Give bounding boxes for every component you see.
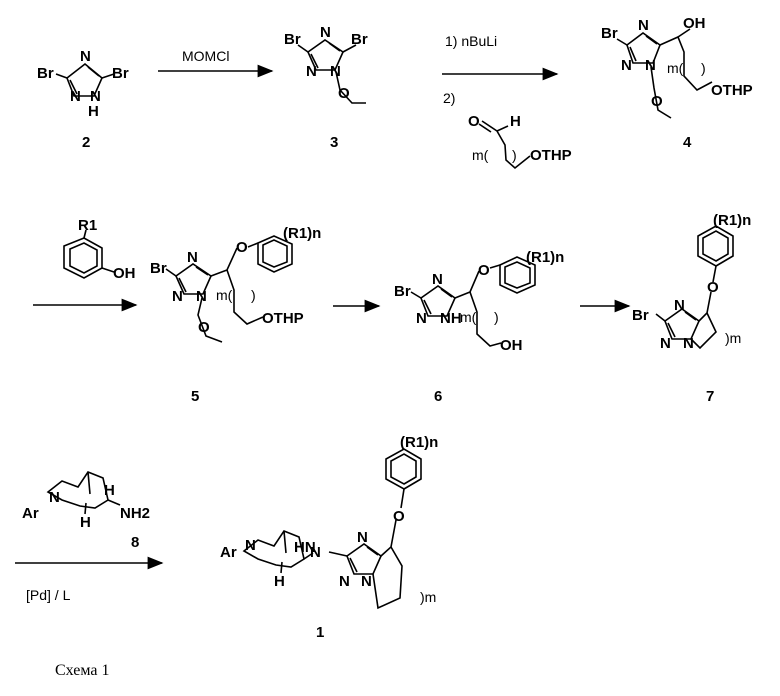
atom-label: N bbox=[674, 297, 685, 314]
atom-label: NH2 bbox=[120, 505, 150, 522]
atom-label: Br bbox=[284, 31, 301, 48]
atom-label: N bbox=[416, 310, 427, 327]
atom-label: OTHP bbox=[530, 147, 572, 164]
atom-label: ) bbox=[701, 60, 706, 76]
atom-label: O bbox=[468, 113, 480, 130]
atom-label: N bbox=[683, 335, 694, 352]
atom-label: N bbox=[432, 271, 443, 288]
atom-label: (R1)n bbox=[526, 249, 564, 266]
atom-label: ) bbox=[512, 147, 517, 163]
compound-7-structure: Br N N N O (R1)n )m bbox=[632, 212, 751, 352]
reagent-label: 1) nBuLi bbox=[445, 33, 497, 49]
aldehyde-reagent: O H m( ) OTHP bbox=[468, 113, 572, 168]
atom-label: Br bbox=[394, 283, 411, 300]
atom-label: N bbox=[49, 489, 60, 506]
compound-number: 4 bbox=[683, 134, 692, 151]
reagent-label: [Pd] / L bbox=[26, 587, 71, 603]
compound-number: 2 bbox=[82, 134, 90, 151]
atom-label: O bbox=[338, 85, 350, 102]
atom-label: H bbox=[88, 103, 99, 120]
atom-label: m( bbox=[216, 287, 233, 303]
atom-label: H bbox=[80, 514, 91, 531]
compound-6-structure: Br N N NH O (R1)n m( ) OH bbox=[394, 249, 564, 354]
compound-3-structure: Br Br N N N O bbox=[284, 24, 368, 103]
reagent-label: MOMCl bbox=[182, 48, 229, 64]
atom-label: N bbox=[361, 573, 372, 590]
phenol-reagent: R1 OH bbox=[64, 217, 136, 282]
atom-label: N bbox=[70, 88, 81, 105]
atom-label: OH bbox=[683, 15, 706, 32]
compound-1-structure: Ar N HN N H N N N O (R1)n )m bbox=[220, 434, 438, 608]
compound-2-structure: N Br Br N N H bbox=[37, 48, 129, 120]
atom-label: N bbox=[306, 63, 317, 80]
compound-number: 3 bbox=[330, 134, 338, 151]
compound-number: 7 bbox=[706, 388, 714, 405]
atom-label: H bbox=[274, 573, 285, 590]
atom-label: N bbox=[339, 573, 350, 590]
atom-label: N bbox=[80, 48, 91, 65]
atom-label: OH bbox=[500, 337, 523, 354]
atom-label: H bbox=[510, 113, 521, 130]
compound-number: 5 bbox=[191, 388, 199, 405]
atom-label: N bbox=[638, 17, 649, 34]
reagent-label: 2) bbox=[443, 90, 455, 106]
atom-label: Br bbox=[601, 25, 618, 42]
compound-5-structure: Br N N N O (R1)n m( ) OTHP O bbox=[150, 225, 321, 342]
atom-label: N bbox=[357, 529, 368, 546]
atom-label: Br bbox=[37, 65, 54, 82]
atom-label: N bbox=[245, 537, 256, 554]
atom-label: ) bbox=[494, 309, 499, 325]
atom-label: ) bbox=[251, 287, 256, 303]
compound-4-structure: Br N N N OH m( ) OTHP O bbox=[601, 15, 753, 118]
atom-label: Br bbox=[112, 65, 129, 82]
atom-label: OH bbox=[113, 265, 136, 282]
atom-label: OTHP bbox=[262, 310, 304, 327]
atom-label: N bbox=[196, 288, 207, 305]
scheme-caption: Схема 1 bbox=[55, 662, 110, 680]
atom-label: NH bbox=[440, 310, 462, 327]
atom-label: O bbox=[198, 319, 210, 336]
atom-label: O bbox=[236, 239, 248, 256]
atom-label: N bbox=[172, 288, 183, 305]
atom-label: Br bbox=[351, 31, 368, 48]
amine-8-reagent: Ar N H NH2 H bbox=[22, 472, 150, 531]
atom-label: m( bbox=[667, 60, 684, 76]
atom-label: O bbox=[478, 262, 490, 279]
atom-label: OTHP bbox=[711, 82, 753, 99]
compound-number: 1 bbox=[316, 624, 324, 641]
atom-label: N bbox=[310, 544, 321, 561]
atom-label: O bbox=[707, 279, 719, 296]
atom-label: Br bbox=[632, 307, 649, 324]
atom-label: )m bbox=[420, 589, 436, 605]
atom-label: O bbox=[651, 93, 663, 110]
atom-label: N bbox=[621, 57, 632, 74]
atom-label: R1 bbox=[78, 217, 97, 234]
atom-label: N bbox=[187, 249, 198, 266]
atom-label: (R1)n bbox=[400, 434, 438, 451]
compound-number: 6 bbox=[434, 388, 442, 405]
atom-label: N bbox=[645, 57, 656, 74]
atom-label: Br bbox=[150, 260, 167, 277]
atom-label: Ar bbox=[22, 505, 39, 522]
atom-label: N bbox=[660, 335, 671, 352]
atom-label: O bbox=[393, 508, 405, 525]
atom-label: m( bbox=[472, 147, 489, 163]
atom-label: N bbox=[330, 63, 341, 80]
atom-label: (R1)n bbox=[713, 212, 751, 229]
atom-label: m( bbox=[460, 309, 477, 325]
atom-label: Ar bbox=[220, 544, 237, 561]
atom-label: N bbox=[320, 24, 331, 41]
compound-number: 8 bbox=[131, 534, 139, 551]
atom-label: H bbox=[104, 482, 115, 499]
atom-label: (R1)n bbox=[283, 225, 321, 242]
atom-label: )m bbox=[725, 330, 741, 346]
